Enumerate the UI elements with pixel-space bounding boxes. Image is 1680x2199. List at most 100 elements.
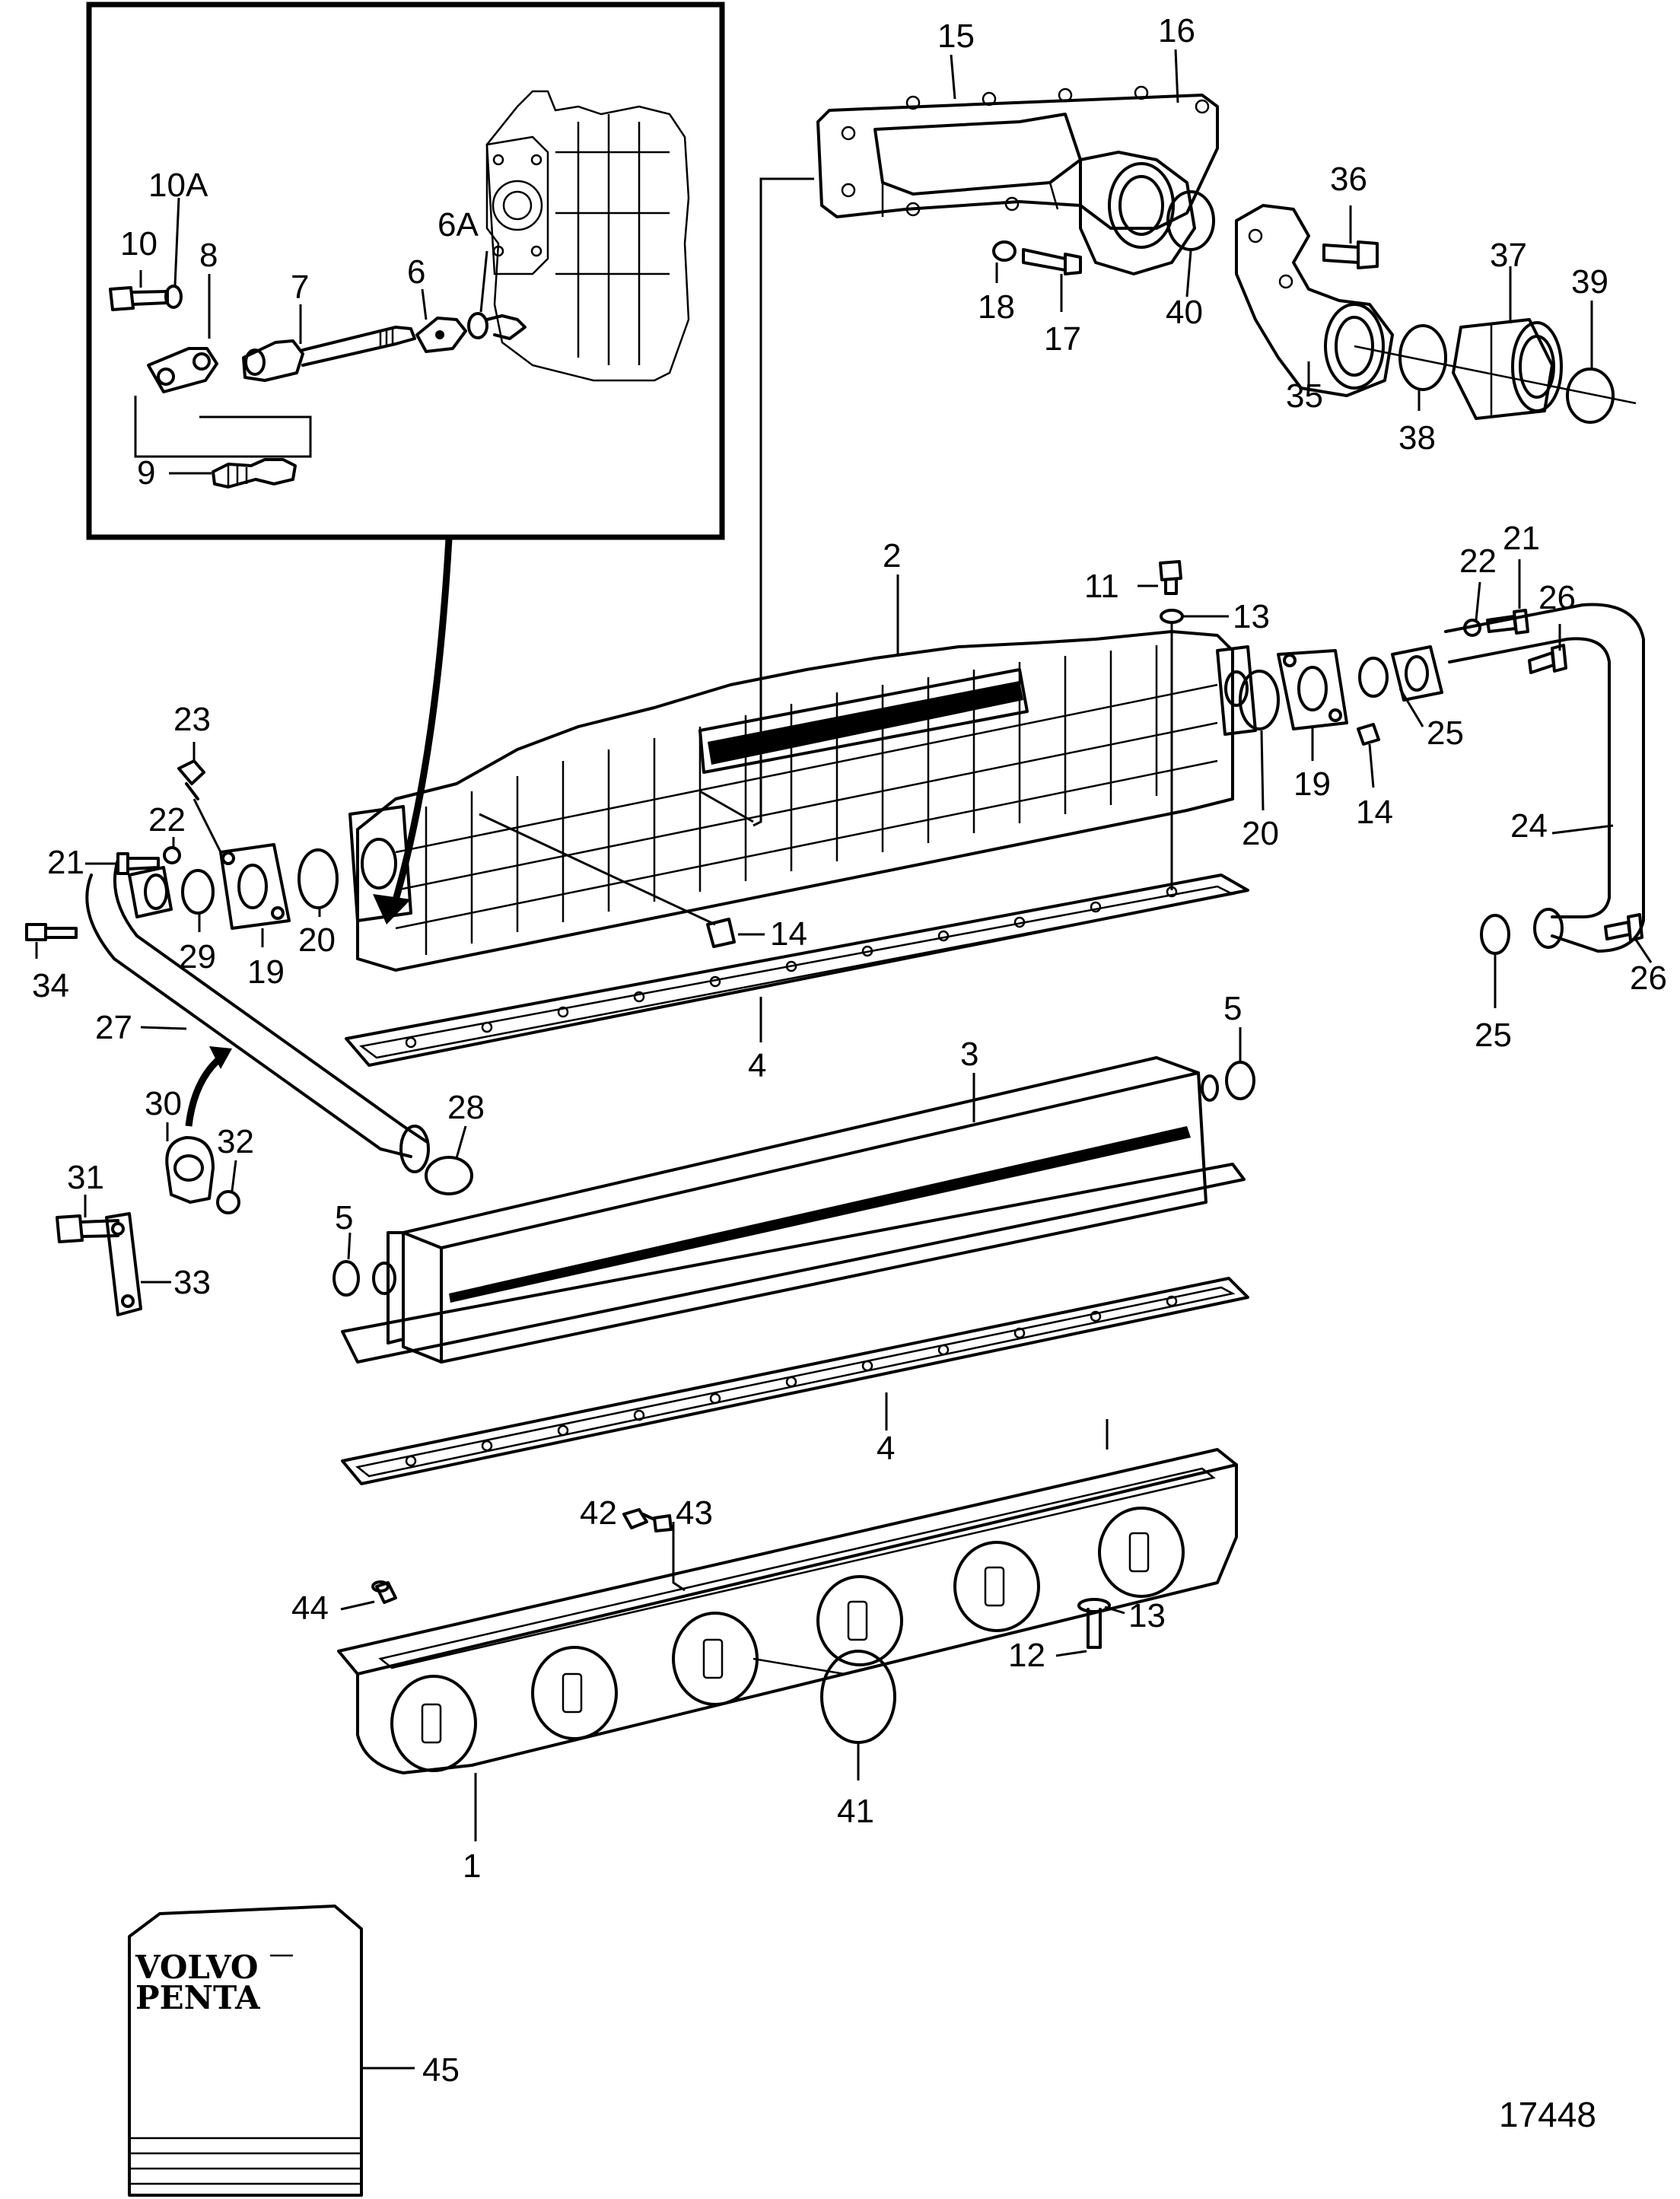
part-28-o-ring: [425, 1156, 473, 1195]
part-27-pipe: [85, 858, 430, 1173]
part-21-bolt-left: [116, 852, 160, 875]
label-27: 27: [95, 1009, 132, 1046]
part-10-bolt: [109, 285, 183, 311]
label-10A: 10A: [148, 167, 208, 204]
label-19-right: 19: [1293, 765, 1331, 803]
label-20-left: 20: [298, 921, 336, 959]
part-7-rod: [242, 326, 416, 382]
part-8-bracket: [147, 347, 218, 393]
part-29-o-ring: [181, 869, 215, 915]
part-25-o-ring-bottom: [1480, 914, 1510, 955]
leader-lines: [35, 49, 1653, 2070]
inset-engine-block: [485, 90, 690, 382]
label-10: 10: [120, 225, 158, 263]
label-32: 32: [217, 1123, 254, 1160]
label-22-left: 22: [148, 801, 186, 839]
part-11-bolt: [1159, 560, 1182, 595]
label-45: 45: [422, 2051, 460, 2089]
part-19-flange-right: [1277, 649, 1348, 730]
part-labels: 1 2 3 4 4 5 5 6 6A 7 8 9 10 10A 11 12 13…: [32, 12, 1667, 2134]
part-20-o-ring-right: [1239, 670, 1280, 730]
label-3: 3: [960, 1036, 978, 1073]
inset-to-manifold-arrow: [388, 538, 453, 915]
label-8: 8: [199, 237, 218, 274]
part-13-washer-top: [1160, 609, 1184, 624]
logo-volvo: VOLVO: [135, 1949, 258, 1986]
part-5-o-ring-left: [332, 1260, 360, 1297]
label-36: 36: [1330, 161, 1367, 198]
label-37: 37: [1490, 237, 1527, 274]
label-40: 40: [1166, 294, 1203, 331]
part-40-o-ring: [1166, 190, 1215, 251]
part-3-charge-air-cooler: [341, 1056, 1246, 1364]
label-2: 2: [883, 537, 901, 574]
label-4-lower: 4: [877, 1430, 895, 1467]
label-15: 15: [937, 18, 975, 55]
label-19-left: 19: [247, 953, 285, 991]
label-33: 33: [173, 1264, 211, 1301]
part-45-binder: VOLVO PENTA: [128, 1905, 363, 2197]
part-19-flange-left: [219, 843, 291, 930]
label-5-left: 5: [335, 1199, 353, 1236]
label-26-bottom: 26: [1630, 959, 1667, 997]
part-23-bleeder: [177, 759, 205, 800]
part-12-screw: [1077, 1598, 1111, 1649]
label-43: 43: [676, 1494, 713, 1532]
part-20-o-ring-left: [298, 848, 339, 909]
part-9-nipple: [212, 458, 297, 488]
part-38-o-ring: [1398, 324, 1447, 391]
part-2-exhaust-manifold: [348, 630, 1257, 972]
part-1-intake-manifold: [337, 1448, 1238, 1774]
label-18: 18: [978, 288, 1015, 326]
part-18-washer: [992, 240, 1017, 262]
label-24: 24: [1510, 807, 1548, 845]
part-14-plug-right: [1357, 723, 1380, 746]
label-38: 38: [1398, 419, 1436, 457]
label-34: 34: [32, 967, 69, 1004]
part-21-bolt-right: [1486, 609, 1529, 635]
label-7: 7: [291, 269, 309, 306]
part-33-strap: [105, 1212, 142, 1316]
drawing-number: 17448: [1499, 2095, 1596, 2134]
assembly-arrow-30: [185, 1055, 223, 1127]
label-5-right: 5: [1223, 990, 1242, 1027]
label-23: 23: [173, 701, 211, 738]
part-17-bolt: [1022, 248, 1082, 275]
label-29: 29: [179, 938, 216, 975]
label-26-top: 26: [1538, 579, 1576, 616]
label-12: 12: [1008, 1637, 1045, 1674]
part-36-bolt: [1322, 240, 1379, 269]
part-43-nut: [653, 1514, 673, 1532]
part-37-coupling: [1452, 318, 1563, 420]
label-35: 35: [1286, 377, 1323, 415]
part-32-washer: [216, 1190, 240, 1214]
label-16: 16: [1158, 12, 1195, 49]
part-35-elbow: [1235, 204, 1394, 397]
label-11: 11: [1084, 568, 1119, 605]
label-41: 41: [837, 1793, 874, 1830]
part-6-fitting: [415, 317, 467, 353]
label-4-upper: 4: [748, 1047, 766, 1084]
part-41-o-ring: [820, 1650, 896, 1744]
logo-penta: PENTA: [135, 1979, 261, 2016]
label-21-left: 21: [47, 844, 84, 881]
part-25-flange-top: [1391, 645, 1443, 702]
label-30: 30: [145, 1085, 182, 1122]
part-24-pipe: [1444, 603, 1645, 953]
label-14-center: 14: [770, 915, 807, 953]
label-28: 28: [447, 1089, 485, 1126]
detail-inset: [86, 2, 725, 540]
part-6A-washer: [467, 312, 527, 340]
part-39-o-ring: [1566, 368, 1615, 424]
inset-arrowhead: [373, 894, 411, 924]
part-22-washer-left: [163, 846, 181, 864]
label-9: 9: [137, 454, 155, 492]
label-17: 17: [1044, 320, 1081, 358]
part-25-o-ring-top: [1358, 657, 1389, 698]
label-22-right: 22: [1459, 543, 1497, 580]
label-13-bottom: 13: [1128, 1597, 1166, 1634]
part-5-o-ring-right: [1225, 1061, 1255, 1100]
label-31: 31: [67, 1159, 104, 1196]
part-22-washer-right: [1463, 619, 1481, 637]
